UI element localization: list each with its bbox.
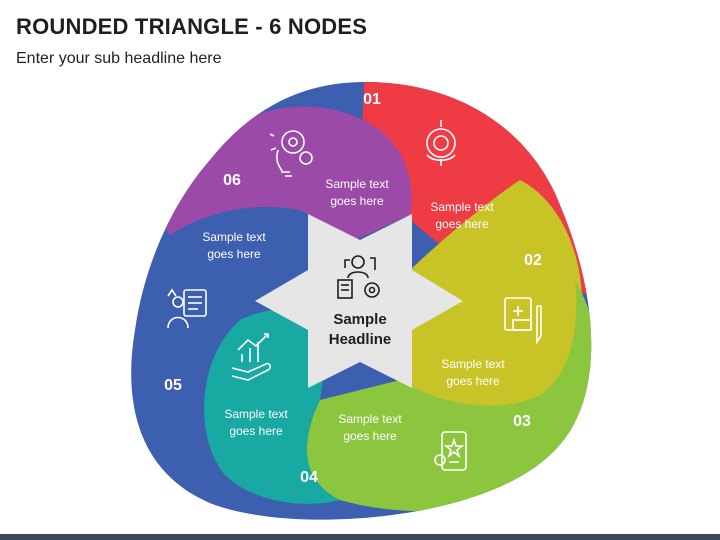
node-01-number: 01 bbox=[363, 91, 381, 108]
node-03-text-line2: goes here bbox=[343, 429, 397, 443]
person-report-icon bbox=[167, 288, 207, 329]
node-03-text-line1: Sample text bbox=[338, 412, 402, 426]
money-globe-icon bbox=[426, 120, 456, 166]
node-02-text-line2: goes here bbox=[446, 374, 500, 388]
growth-chart-hand-icon bbox=[231, 333, 271, 381]
node-02-text-line1: Sample text bbox=[441, 357, 505, 371]
center-star bbox=[255, 214, 463, 388]
page-title: ROUNDED TRIANGLE - 6 NODES bbox=[16, 14, 368, 39]
node-04-text-line1: Sample text bbox=[224, 407, 288, 421]
node-01-text-line1: Sample text bbox=[430, 200, 494, 214]
center-headline-line2: Headline bbox=[329, 331, 392, 348]
node-05-text-line1: Sample text bbox=[202, 230, 266, 244]
center-headline-line1: Sample bbox=[333, 311, 386, 328]
footer-bar bbox=[0, 534, 720, 540]
business-process-icon bbox=[337, 255, 380, 299]
node-06-text-line2: goes here bbox=[330, 194, 384, 208]
segment-04[interactable] bbox=[204, 309, 340, 504]
idea-gears-icon bbox=[269, 130, 313, 177]
node-05-text-line2: goes here bbox=[207, 247, 261, 261]
node-06-text-line1: Sample text bbox=[325, 177, 389, 191]
node-02-number: 02 bbox=[524, 252, 542, 269]
segment-02[interactable] bbox=[400, 180, 582, 410]
node-04-number: 04 bbox=[300, 469, 318, 486]
node-04-text-line2: goes here bbox=[229, 424, 283, 438]
page-subtitle: Enter your sub headline here bbox=[16, 50, 222, 67]
node-03-number: 03 bbox=[513, 413, 531, 430]
mobile-settings-icon bbox=[434, 431, 467, 471]
node-06-number: 06 bbox=[223, 172, 241, 189]
segment-03[interactable] bbox=[306, 280, 600, 512]
medical-wallet-icon bbox=[504, 297, 542, 345]
node-01-text-line2: goes here bbox=[435, 217, 489, 231]
node-05-number: 05 bbox=[164, 377, 182, 394]
